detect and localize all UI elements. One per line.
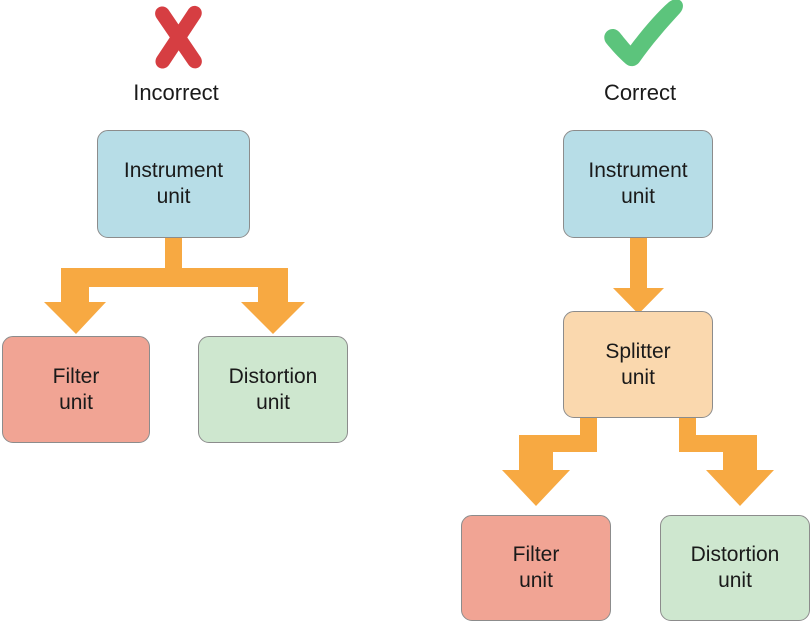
panel-label-incorrect: Incorrect [133, 80, 219, 105]
fork-connector-incorrect [44, 236, 305, 334]
panel-label-correct: Correct [603, 80, 677, 105]
x-mark-icon [155, 5, 202, 69]
check-mark-icon [604, 0, 683, 67]
